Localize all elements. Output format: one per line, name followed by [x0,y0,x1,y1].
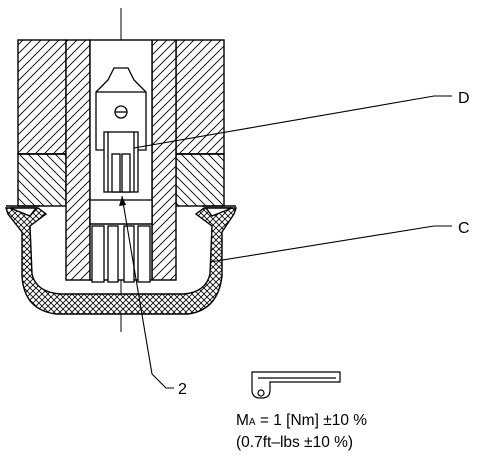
torque-spec: MA = 1 [Nm] ±10 % [236,412,367,429]
callout-d: D [458,90,470,107]
housing-lower [17,153,225,207]
torque-value: = 1 [Nm] ±10 % [256,412,368,429]
protective-cap [5,205,237,315]
hex-key-icon [251,371,341,399]
callout-c: C [458,220,470,237]
callout-2: 2 [178,381,187,398]
torque-subscript: A [249,417,256,428]
leader-lines [121,95,452,389]
spindle-head [95,67,147,193]
leader-arrowhead [119,196,126,206]
collet-fingers [89,199,153,283]
torque-symbol: M [236,412,249,429]
torque-imperial: (0.7ft–lbs ±10 %) [236,434,353,451]
inner-sleeve [65,39,177,281]
